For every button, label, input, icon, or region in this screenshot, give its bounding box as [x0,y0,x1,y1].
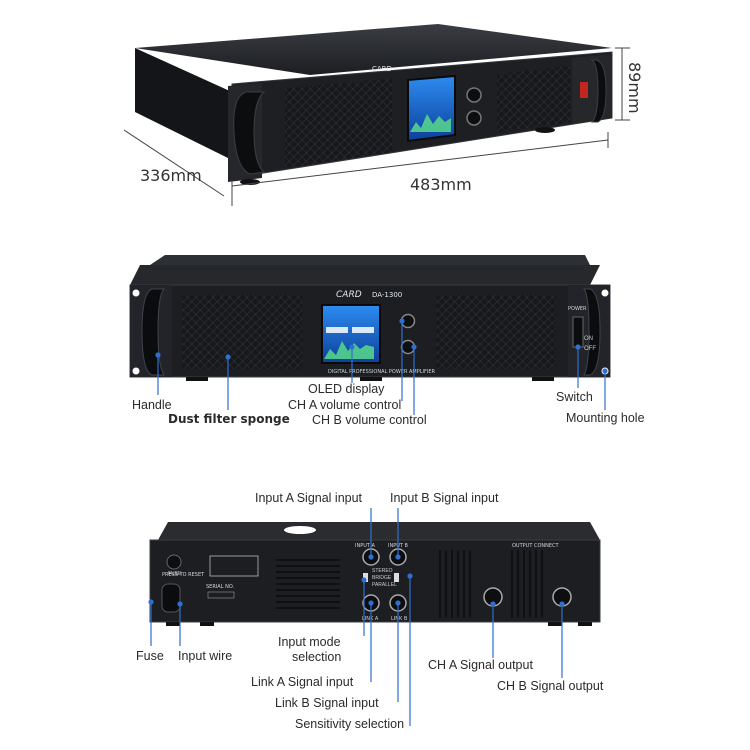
handle-left [233,91,266,175]
svg-text:PRESS TO RESET: PRESS TO RESET [162,572,205,578]
power-inlet [161,583,181,613]
callout-dust-filter: Dust filter sponge [168,412,290,426]
mounting-hole-right [601,289,609,297]
svg-text:OUTPUT CONNECT: OUTPUT CONNECT [512,543,560,549]
svg-text:CARD: CARD [372,65,392,73]
callout-ch-b-output: CH B Signal output [497,679,604,693]
callout-input-a-signal: Input A Signal input [255,491,363,505]
mounting-hole-left [132,289,140,297]
svg-text:CARD: CARD [336,290,362,300]
amplifier-rear-view: INPUT A INPUT B LINK A LINK B OUTPUT CON… [148,508,601,726]
depth-dimension: 336mm [140,166,202,185]
callout-handle: Handle [132,398,172,412]
ch-a-knob-top [466,87,482,103]
chassis-side [135,48,232,160]
width-dimension: 483mm [410,175,472,194]
callout-sensitivity: Sensitivity selection [295,717,405,731]
callout-mounting-hole: Mounting hole [566,411,645,425]
callout-oled: OLED display [308,382,385,396]
handle-right-front [582,288,601,376]
sensitivity-switch [394,573,399,582]
ch-b-knob-top [466,110,482,126]
power-switch-top [580,82,588,98]
parallel-label: PARALLEL [372,582,397,588]
input-mode-switch [363,573,368,582]
chassis-top [135,24,612,75]
svg-text:DA-1300: DA-1300 [372,291,402,299]
callout-input-mode: Input mode [278,635,341,649]
handle-right [590,59,607,123]
fuse-panel-label: FUSE [168,571,182,577]
bridge-label: BRIDGE [372,575,392,581]
callout-ch-a-volume: CH A volume control [288,398,402,412]
callout-ch-a-output: CH A Signal output [428,658,533,672]
svg-text:INPUT A: INPUT A [355,543,376,549]
callout-ch-b-volume: CH B volume control [312,413,427,427]
callout-input-mode-selection: selection [292,650,342,664]
height-dimension: 89mm [625,62,644,114]
callout-switch: Switch [556,390,593,404]
callout-input-b-signal: Input B Signal input [390,491,499,505]
amplifier-front-view: DA-1300 CARD DIGITAL PROFESSIONAL POWER … [129,255,611,415]
callout-link-b-signal: Link B Signal input [275,696,379,710]
callout-input-wire: Input wire [178,649,233,663]
svg-text:DIGITAL PROFESSIONAL POWER AMP: DIGITAL PROFESSIONAL POWER AMPLIFIER [328,369,436,375]
switch-on-label: ON [584,336,593,342]
switch-off-label: OFF [584,346,596,352]
power-switch [572,316,584,348]
callout-link-a-signal: Link A Signal input [251,675,354,689]
svg-text:POWER: POWER [568,306,587,312]
callout-fuse: Fuse [136,649,164,663]
svg-text:SERIAL NO.: SERIAL NO. [206,584,235,590]
stereo-label: STEREO [372,568,393,574]
fuse-holder [166,554,182,570]
amplifier-perspective-view: CARD [123,24,630,206]
svg-text:LINK B: LINK B [391,616,408,622]
